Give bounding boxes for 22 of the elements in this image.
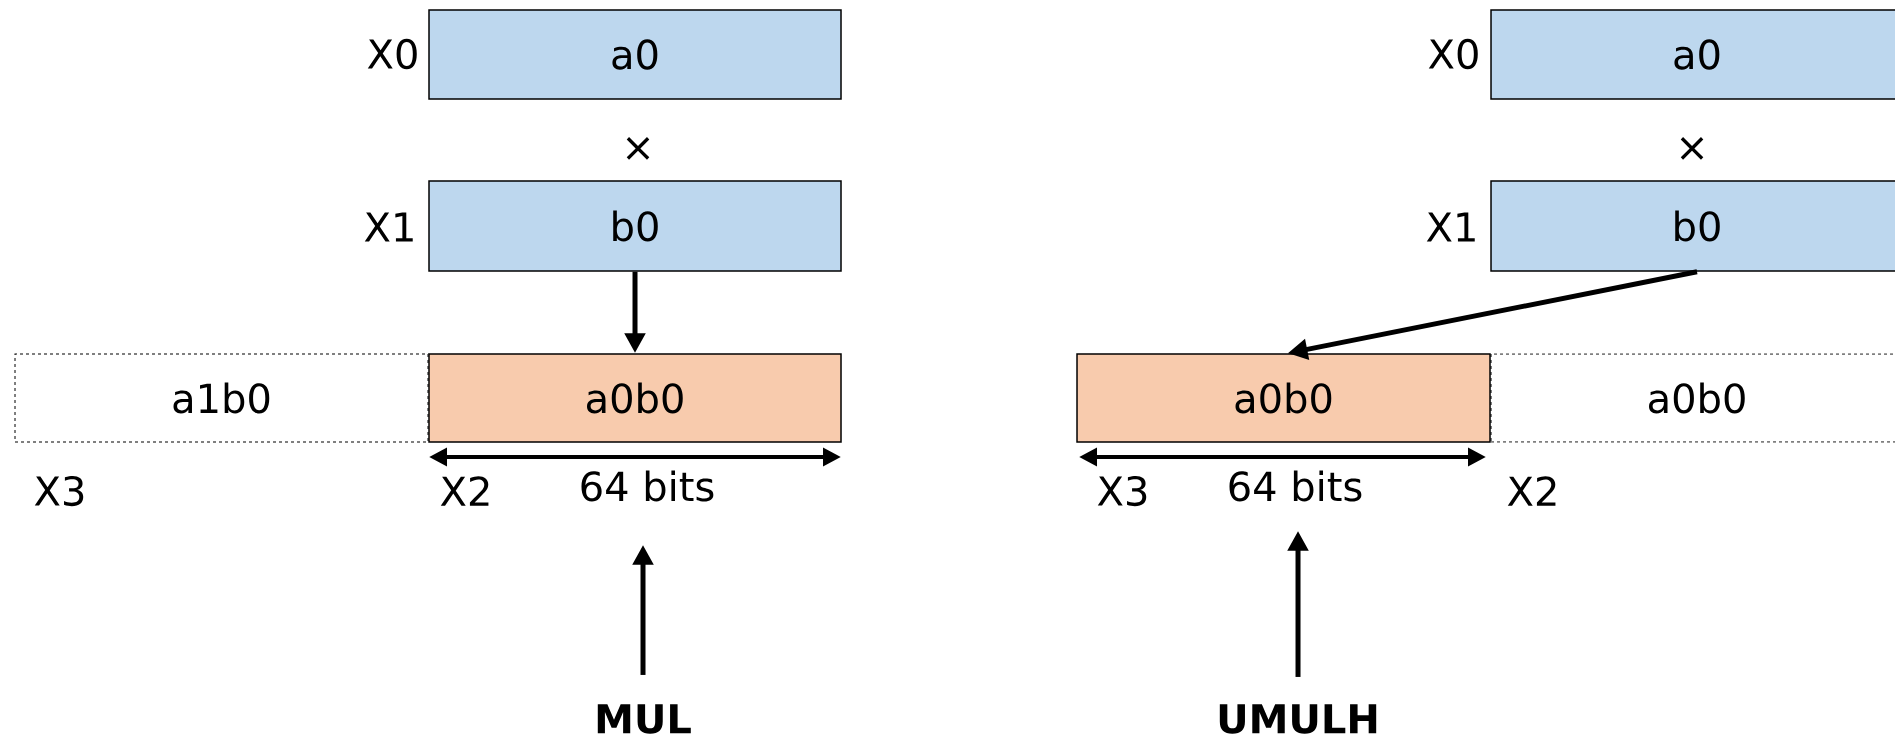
register-label: X2 xyxy=(1507,476,1556,506)
register-label: X1 xyxy=(364,212,413,242)
result-box: a0b0 xyxy=(1076,353,1491,443)
process-box: a0 xyxy=(428,9,842,100)
bit-width-label: 64 bits xyxy=(581,470,714,502)
register-label: X0 xyxy=(1428,38,1478,70)
register-label: X0 xyxy=(367,38,417,70)
process-box: b0 xyxy=(1490,180,1895,272)
instruction-label: UMULH xyxy=(1219,704,1377,734)
register-label: X1 xyxy=(1426,212,1475,242)
times-sign: × xyxy=(1680,137,1704,160)
result-box: a0b0 xyxy=(428,353,842,443)
register-label: X3 xyxy=(1097,475,1147,507)
process-box: b0 xyxy=(428,180,842,272)
bit-width-label: 64 bits xyxy=(1229,470,1362,502)
result-box: a0b0 xyxy=(1490,353,1895,443)
result-box: a1b0 xyxy=(14,353,429,443)
register-label: X3 xyxy=(34,475,84,507)
register-label: X2 xyxy=(440,476,489,506)
process-box: a0 xyxy=(1490,9,1895,100)
times-sign: × xyxy=(626,137,650,160)
instruction-label: MUL xyxy=(597,704,691,734)
